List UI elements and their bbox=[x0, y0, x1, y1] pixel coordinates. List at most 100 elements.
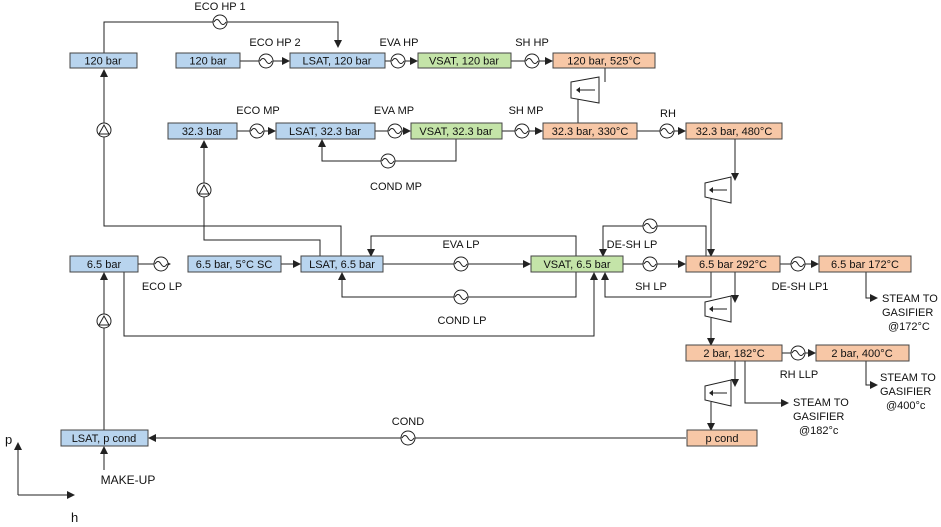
mp-turbine-icon bbox=[704, 176, 732, 204]
eva-hp-hx bbox=[390, 53, 406, 69]
box-sh-120-525-label: 120 bar, 525°C bbox=[567, 56, 641, 68]
box-vsat-120 bbox=[417, 52, 512, 69]
sh-lp-hx bbox=[642, 256, 658, 272]
box-mp-323-480 bbox=[685, 122, 783, 140]
de-sh-lp1-hx bbox=[790, 256, 806, 272]
box-lp-65-292-label: 6.5 bar 292°C bbox=[699, 259, 767, 271]
label-eco-hp2: ECO HP 2 bbox=[249, 37, 300, 49]
label-steam-182-l1: STEAM TO bbox=[793, 397, 849, 409]
box-vsat-120-label: VSAT, 120 bar bbox=[429, 56, 499, 68]
axis-label-p: p bbox=[5, 432, 12, 447]
rh-llp-hx bbox=[790, 345, 806, 361]
eco-lp-hx bbox=[153, 256, 169, 272]
box-lp-65-5csc-label: 6.5 bar, 5°C SC bbox=[196, 259, 273, 271]
box-lsat-323-label: LSAT, 32.3 bar bbox=[289, 126, 361, 138]
label-sh-lp: SH LP bbox=[635, 281, 667, 293]
box-lsat-pcond bbox=[60, 429, 149, 447]
component-labels: ECO HP 1 ECO HP 2 EVA HP SH HP ECO MP EV… bbox=[5, 1, 938, 525]
label-eva-hp: EVA HP bbox=[380, 37, 419, 49]
box-p-cond-label: p cond bbox=[705, 433, 738, 445]
label-eco-mp: ECO MP bbox=[236, 105, 279, 117]
label-de-sh-lp1: DE-SH LP1 bbox=[772, 281, 829, 293]
label-rh: RH bbox=[660, 108, 676, 120]
label-sh-mp: SH MP bbox=[509, 105, 544, 117]
box-vsat-65 bbox=[530, 255, 624, 273]
lp-bypass-line bbox=[123, 272, 598, 337]
label-make-up: MAKE-UP bbox=[101, 473, 156, 487]
label-cond-mp: COND MP bbox=[370, 181, 422, 193]
box-hp-120 bbox=[175, 52, 241, 69]
label-steam-172-l2: GASIFIER bbox=[882, 307, 933, 319]
label-cond: COND bbox=[392, 416, 424, 428]
box-lp-65-172-label: 6.5 bar 172°C bbox=[831, 259, 899, 271]
box-hp-120-left bbox=[69, 52, 138, 69]
box-llp-2-400-label: 2 bar, 400°C bbox=[831, 348, 892, 360]
label-sh-hp: SH HP bbox=[515, 37, 549, 49]
mp-pump-line bbox=[200, 140, 321, 256]
box-mp-323 bbox=[167, 122, 238, 140]
eva-mp-hx bbox=[387, 123, 403, 139]
sh-mp-hx bbox=[514, 123, 530, 139]
eco-mp-hx bbox=[249, 123, 265, 139]
box-llp-2-182 bbox=[685, 344, 783, 362]
cond-hx bbox=[400, 430, 416, 446]
box-lsat-pcond-label: LSAT, p cond bbox=[72, 433, 137, 445]
box-lp-65 bbox=[69, 255, 139, 273]
de-sh-lp-hx bbox=[642, 218, 658, 234]
box-p-cond bbox=[686, 429, 758, 447]
label-steam-400-l1: STEAM TO bbox=[880, 372, 936, 384]
box-lsat-120 bbox=[289, 52, 386, 69]
label-de-sh-lp: DE-SH LP bbox=[607, 239, 658, 251]
mp-pump-icon bbox=[196, 182, 212, 198]
box-lsat-65-label: LSAT, 6.5 bar bbox=[309, 259, 375, 271]
label-steam-182-l3: @182°c bbox=[799, 425, 839, 437]
box-mp-323-330 bbox=[542, 122, 638, 140]
steam-182-line bbox=[744, 361, 789, 407]
label-eva-lp: EVA LP bbox=[442, 239, 479, 251]
heat-exchangers bbox=[153, 14, 806, 446]
axis-label-h: h bbox=[71, 510, 78, 525]
steam-172-line bbox=[865, 272, 878, 302]
label-cond-lp: COND LP bbox=[438, 315, 487, 327]
box-llp-2-182-label: 2 bar, 182°C bbox=[703, 348, 764, 360]
turbines bbox=[570, 76, 732, 407]
llp-turbine-icon bbox=[704, 379, 732, 407]
box-llp-2-400 bbox=[815, 344, 910, 362]
box-lsat-323 bbox=[275, 122, 376, 140]
lp-pump-icon bbox=[96, 313, 112, 329]
eco-hp2-hx bbox=[258, 53, 274, 69]
label-steam-400-l2: GASIFIER bbox=[880, 386, 931, 398]
label-steam-172-l3: @172°C bbox=[888, 321, 930, 333]
eva-lp-hx bbox=[453, 256, 469, 272]
cond-mp-hx bbox=[380, 153, 396, 169]
hp-turbine-icon bbox=[570, 76, 600, 104]
label-steam-400-l3: @400°c bbox=[886, 400, 926, 412]
label-steam-182-l2: GASIFIER bbox=[793, 411, 844, 423]
lp-turbine-icon bbox=[704, 295, 732, 323]
box-lp-65-label: 6.5 bar bbox=[87, 259, 122, 271]
rh-hx bbox=[659, 123, 675, 139]
box-hp-120-label: 120 bar bbox=[189, 56, 227, 68]
box-vsat-65-label: VSAT, 6.5 bar bbox=[543, 259, 610, 271]
hp-pump-line bbox=[100, 69, 342, 256]
box-sh-120-525 bbox=[552, 52, 656, 69]
label-steam-172-l1: STEAM TO bbox=[882, 293, 938, 305]
cond-lp-hx bbox=[453, 289, 469, 305]
box-lp-65-172 bbox=[818, 255, 912, 273]
steam-400-line bbox=[865, 361, 878, 389]
box-lp-65-292 bbox=[685, 255, 781, 273]
box-vsat-323-label: VSAT, 32.3 bar bbox=[419, 126, 493, 138]
hp-pump-icon bbox=[96, 122, 112, 138]
label-eva-mp: EVA MP bbox=[374, 105, 414, 117]
sh-lp-return bbox=[601, 272, 712, 298]
label-eco-hp1: ECO HP 1 bbox=[194, 1, 245, 13]
box-mp-323-480-label: 32.3 bar, 480°C bbox=[696, 126, 773, 138]
label-rh-llp: RH LLP bbox=[780, 369, 819, 381]
box-mp-323-label: 32.3 bar bbox=[182, 126, 223, 138]
box-lp-65-5csc bbox=[187, 255, 282, 273]
box-mp-323-330-label: 32.3 bar, 330°C bbox=[552, 126, 629, 138]
box-lsat-65 bbox=[300, 255, 384, 273]
box-lsat-120-label: LSAT, 120 bar bbox=[303, 56, 372, 68]
pumps bbox=[96, 122, 212, 329]
